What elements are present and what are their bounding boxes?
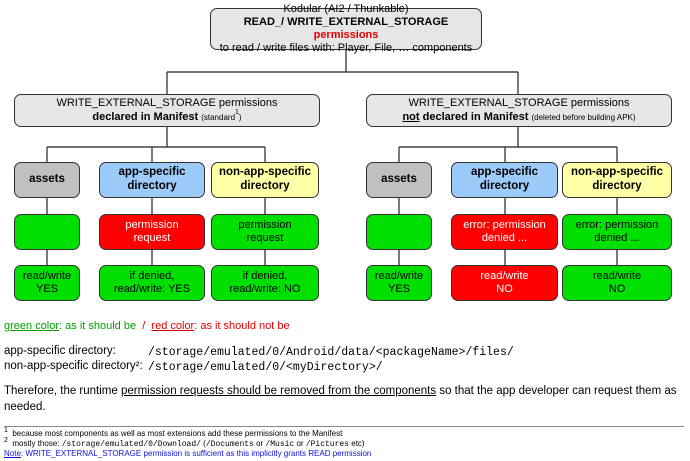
footnote-2-documents-path: /Documents (205, 440, 254, 449)
legend-red-text: : as it should not be (194, 320, 290, 332)
right-assets-result-label: read/write YES (374, 269, 424, 295)
conclusion-underlined: permission requests should be removed fr… (120, 385, 437, 397)
left-non-app-permission-request-node: permission request (211, 214, 319, 250)
legend-separator: / (142, 320, 146, 332)
top-permissions-line: READ_/ WRITE_EXTERNAL_STORAGE permission… (211, 16, 481, 42)
right-header-deleted: (deleted before building APK) (531, 112, 636, 122)
footnote-2-download-path: /storage/emulated/0/Download/ (61, 440, 201, 449)
right-app-specific-label: app-specific directory (470, 166, 539, 192)
left-app-result-node: if denied, read/write: YES (99, 265, 205, 301)
legend-green-label: green color (4, 320, 60, 332)
non-app-specific-path-label: non-app-specific directory²: (4, 360, 143, 372)
left-non-app-specific-label: non-app-specific directory (218, 166, 311, 192)
right-app-result-node: read/write NO (451, 265, 558, 301)
non-app-specific-path-value: /storage/emulated/0/<myDirectory>/ (148, 361, 383, 374)
left-non-app-specific-node: non-app-specific directory (211, 162, 319, 198)
left-header-node: WRITE_EXTERNAL_STORAGE permissions decla… (14, 94, 320, 127)
conclusion-pre: Therefore, the runtime (4, 385, 121, 397)
left-header-declared: declared in Manifest (92, 110, 199, 123)
right-app-result-label: read/write NO (480, 269, 529, 295)
right-non-app-result-node: read/write NO (562, 265, 672, 301)
right-non-app-error-label: error: permission denied ... (575, 218, 659, 244)
left-assets-mid-node (14, 214, 80, 250)
footnote-1: 1 because most components as well as mos… (4, 427, 343, 438)
right-header-not: not (402, 110, 420, 123)
right-non-app-specific-node: non-app-specific directory (562, 162, 672, 198)
top-permissions-word: permissions (313, 29, 379, 41)
app-specific-path-label: app-specific directory: (4, 345, 116, 357)
note-text: : WRITE_EXTERNAL_STORAGE permission is s… (20, 449, 372, 458)
conclusion-post: so that the app developer can request th… (4, 385, 677, 413)
conclusion-paragraph: Therefore, the runtime permission reques… (4, 384, 684, 415)
top-permission-name: READ_/ WRITE_EXTERNAL_STORAGE (243, 15, 449, 28)
footnote-2: 2 mostly those: /storage/emulated/0/Down… (4, 437, 365, 449)
left-assets-result-node: read/write YES (14, 265, 80, 301)
left-header-standard-text: (standard (201, 112, 236, 122)
right-app-error-node: error: permission denied ... (451, 214, 558, 250)
footnote-2-open-paren: ( (200, 439, 206, 448)
legend-green-text: : as it should be (59, 320, 137, 332)
right-non-app-specific-label: non-app-specific directory (570, 166, 663, 192)
right-non-app-result-label: read/write NO (592, 269, 642, 295)
app-specific-path-value: /storage/emulated/0/Android/data/<packag… (148, 346, 514, 359)
left-app-permission-request-label: permission request (125, 218, 179, 244)
footnote-1-mark: 1 (4, 427, 8, 434)
right-header-line2: not declared in Manifest (deleted before… (402, 111, 635, 124)
left-assets-result-label: read/write YES (22, 269, 72, 295)
footnote-1-text: because most components as well as most … (12, 429, 343, 438)
left-header-standard-end: ) (238, 112, 242, 122)
top-title: Kodular (AI2 / Thunkable) (283, 2, 409, 15)
right-assets-result-node: read/write YES (366, 265, 432, 301)
right-non-app-error-node: error: permission denied ... (562, 214, 672, 250)
footnote-2-or-2: or (294, 439, 306, 448)
right-header-node: WRITE_EXTERNAL_STORAGE permissions not d… (366, 94, 672, 127)
top-node: Kodular (AI2 / Thunkable) READ_/ WRITE_E… (210, 3, 482, 54)
right-assets-label: assets (381, 173, 417, 186)
left-app-specific-node: app-specific directory (99, 162, 205, 198)
footnote-2-music-path: /Music (265, 440, 295, 449)
left-header-line2: declared in Manifest (standard1) (92, 109, 242, 124)
left-non-app-result-label: if denied, read/write: NO (229, 269, 301, 295)
footnote-2-intro: mostly those: (12, 439, 62, 448)
footnote-divider (4, 426, 684, 427)
left-app-specific-label: app-specific directory (118, 166, 186, 192)
footnote-2-close: etc) (349, 439, 365, 448)
permission-note: Note: WRITE_EXTERNAL_STORAGE permission … (4, 449, 371, 458)
right-header-line1: WRITE_EXTERNAL_STORAGE permissions (408, 97, 630, 110)
right-assets-node: assets (366, 162, 432, 198)
left-app-permission-request-node: permission request (99, 214, 205, 250)
right-app-error-label: error: permission denied ... (463, 218, 546, 244)
footnote-2-or-1: or (253, 439, 266, 448)
right-app-specific-node: app-specific directory (451, 162, 558, 198)
top-subtitle: to read / write files with: Player, File… (219, 42, 473, 55)
footnote-ref-1: 1 (235, 108, 239, 116)
note-label: Note (4, 449, 21, 458)
right-header-declared: declared in Manifest (422, 110, 529, 123)
left-assets-node: assets (14, 162, 80, 198)
left-assets-label: assets (29, 173, 65, 186)
left-header-line1: WRITE_EXTERNAL_STORAGE permissions (56, 97, 278, 110)
left-app-result-label: if denied, read/write: YES (113, 269, 191, 295)
right-assets-mid-node (366, 214, 432, 250)
legend-red-label: red color (151, 320, 195, 332)
color-legend: green color: as it should be / red color… (4, 320, 290, 332)
footnote-2-pictures-path: /Pictures (305, 440, 350, 449)
left-non-app-result-node: if denied, read/write: NO (211, 265, 319, 301)
footnote-2-mark: 2 (4, 437, 8, 444)
left-header-standard: (standard1) (201, 109, 242, 122)
left-non-app-permission-request-label: permission request (238, 218, 292, 244)
